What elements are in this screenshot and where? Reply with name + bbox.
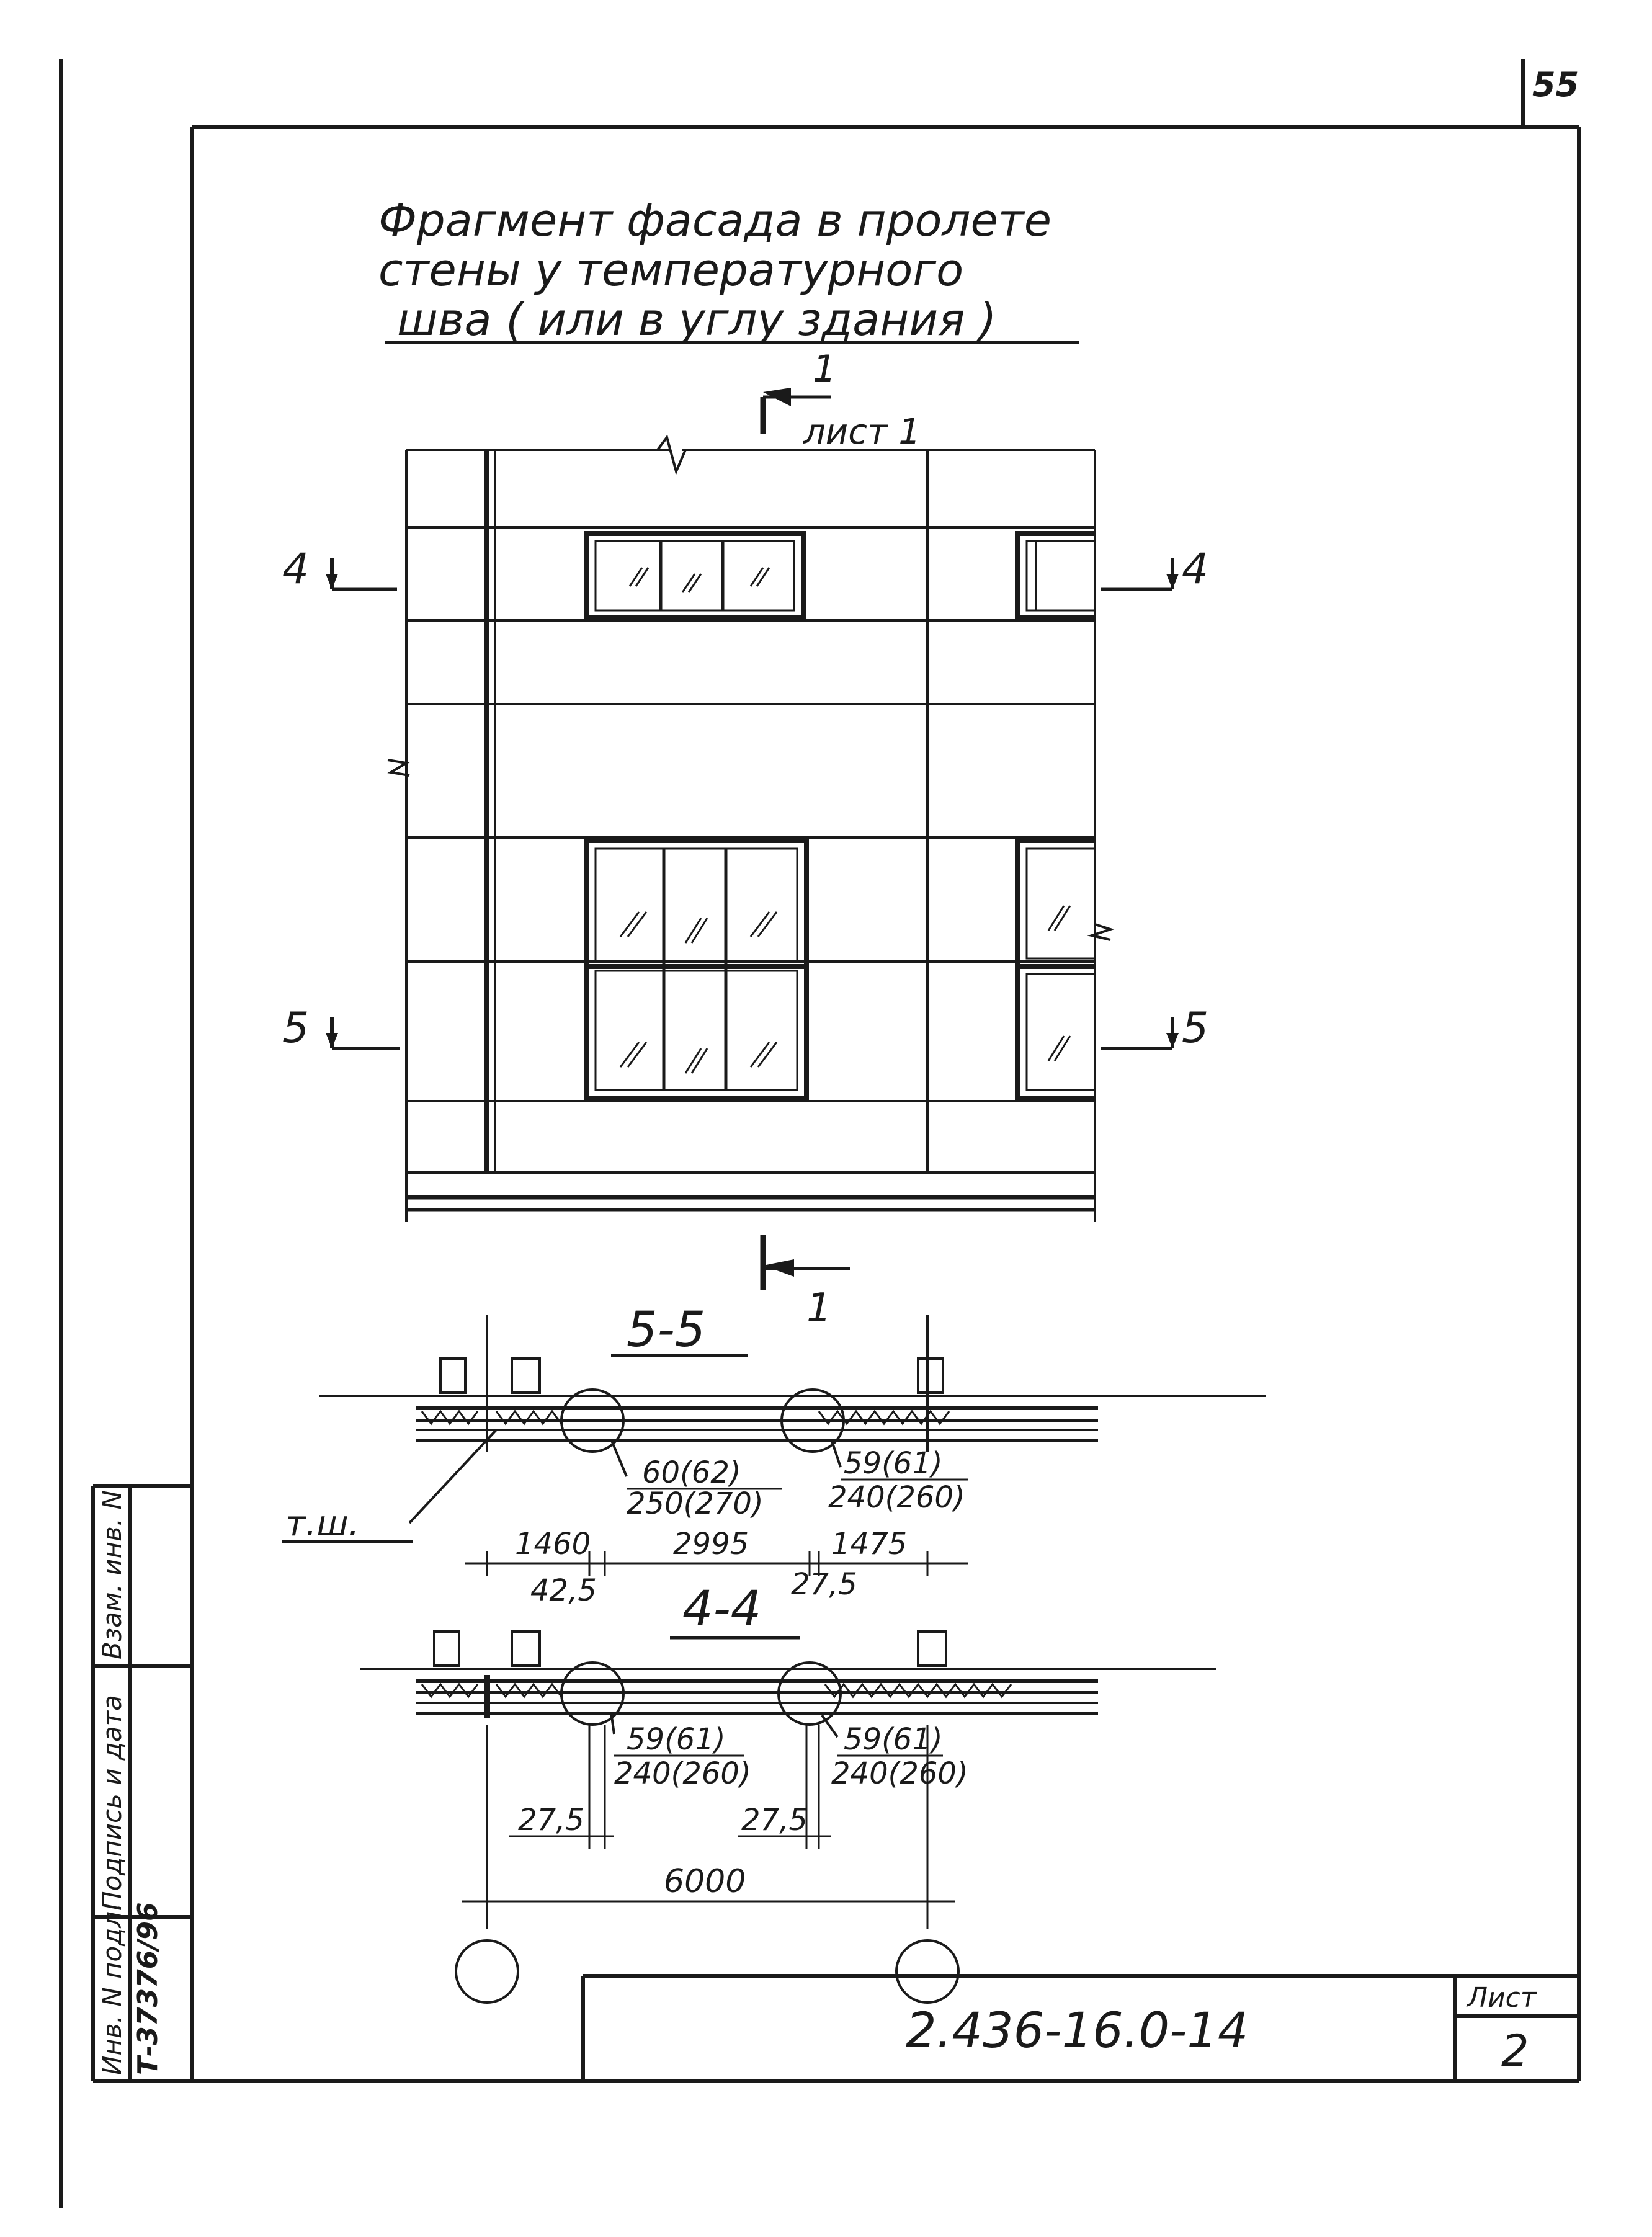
section-5-5-dim-3: 1475 xyxy=(831,1527,907,1561)
section-5-5-right-callout-top: 59(61) xyxy=(844,1446,943,1481)
title-line-1: Фрагмент фасада в пролете xyxy=(378,194,1051,246)
axis-bubble-right xyxy=(895,1939,960,2004)
sheet-frame xyxy=(59,59,1581,2208)
sheet-corner-number: 55 xyxy=(1532,65,1579,104)
section-5-5-right-callout-bottom: 240(260) xyxy=(828,1480,965,1515)
section-1-bottom-label: 1 xyxy=(806,1285,832,1331)
section-4-4: 4-4 59(61) 240(260) 59(61) 240(260) xyxy=(360,1581,1216,2004)
section-5-5-dim-2: 2995 xyxy=(673,1527,749,1561)
sheet-label: Лист xyxy=(1466,1982,1537,2014)
side-stamp: Инв. N подл. Подпись и дата Взам. инв. N… xyxy=(91,1484,192,2081)
section-1-sheet-ref: лист 1 xyxy=(803,412,921,452)
section-4-label-right: 4 xyxy=(1182,545,1208,594)
section-4-4-overall-dim: 6000 xyxy=(664,1863,746,1900)
section-5-5: 5-5 т.ш. 60(62) 250(270) 59(61) 24 xyxy=(282,1302,1266,1608)
title-line-3: шва ( или в углу здания ) xyxy=(397,293,996,346)
section-4-4-right-callout-bottom: 240(260) xyxy=(831,1756,968,1791)
section-5-label-left: 5 xyxy=(282,1004,309,1053)
section-1-top-mark: 1 лист 1 xyxy=(760,347,921,452)
section-5-5-joint-label: т.ш. xyxy=(285,1504,359,1544)
section-4-4-title: 4-4 xyxy=(682,1581,761,1637)
stamp-inventory-original: Инв. N подл. xyxy=(97,1903,127,2076)
section-4-label-left: 4 xyxy=(282,545,309,594)
section-4-4-left-callout-top: 59(61) xyxy=(627,1722,726,1757)
section-4-4-left-callout-bottom: 240(260) xyxy=(614,1756,751,1791)
section-5-5-small-dim-2: 27,5 xyxy=(791,1567,857,1602)
document-code: 2.436-16.0-14 xyxy=(906,2003,1249,2059)
section-4-4-right-callout-top: 59(61) xyxy=(844,1722,943,1757)
section-5-5-left-callout-bottom: 250(270) xyxy=(627,1486,764,1521)
title-block: 2.436-16.0-14 Лист 2 xyxy=(581,1974,1579,2081)
section-5-5-dim-1: 1460 xyxy=(515,1527,591,1561)
facade-elevation: 4 4 5 5 xyxy=(282,434,1208,1222)
section-4-4-small-dim-2: 27,5 xyxy=(741,1803,808,1837)
section-5-5-small-dim-1: 42,5 xyxy=(530,1573,597,1608)
section-5-marks: 5 5 xyxy=(282,1004,1208,1053)
lower-window-right-partial xyxy=(1015,838,1095,1101)
lower-window-main xyxy=(584,838,809,1101)
section-1-bottom-mark: 1 xyxy=(760,1235,850,1331)
section-5-5-title: 5-5 xyxy=(627,1302,705,1358)
upper-window-main xyxy=(584,531,806,620)
section-4-marks: 4 4 xyxy=(282,545,1208,594)
sheet-number: 2 xyxy=(1501,2025,1529,2076)
upper-window-right-partial xyxy=(1015,531,1095,620)
section-5-label-right: 5 xyxy=(1182,1004,1208,1053)
drawing-title: Фрагмент фасада в пролете стены у темпер… xyxy=(378,194,1079,346)
stamp-inventory-number: Т-37376/96 xyxy=(132,1902,164,2075)
axis-bubble-left xyxy=(455,1939,519,2004)
section-1-label: 1 xyxy=(813,347,836,391)
section-5-5-left-callout-top: 60(62) xyxy=(642,1455,741,1490)
stamp-replacement-inventory: Взам. инв. N xyxy=(97,1490,127,1659)
title-line-2: стены у температурного xyxy=(378,244,963,296)
stamp-signature-date: Подпись и дата xyxy=(97,1695,127,1911)
section-4-4-small-dim-1: 27,5 xyxy=(518,1803,584,1837)
